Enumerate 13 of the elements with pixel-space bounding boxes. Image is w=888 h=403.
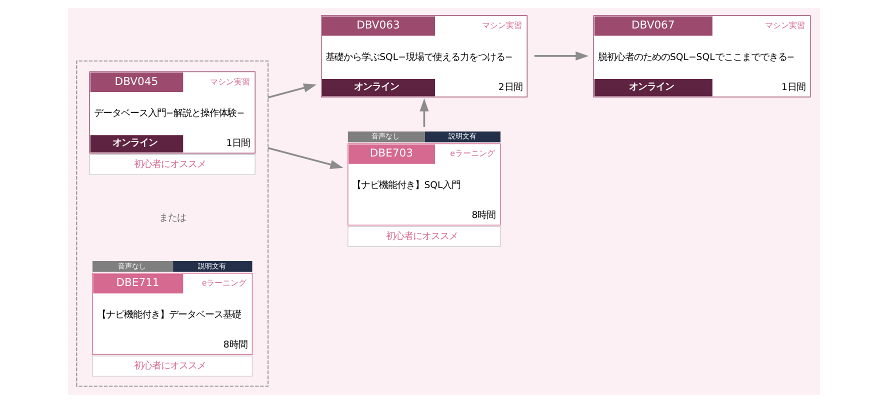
node-label: 説明文有 <box>448 132 476 141</box>
arrow <box>534 51 589 60</box>
node-label: 初心者にオススメ <box>134 159 206 170</box>
arrow <box>268 147 344 169</box>
node-label: 初心者にオススメ <box>386 231 458 242</box>
node-label: 初心者にオススメ <box>134 360 206 372</box>
cluster <box>76 60 269 387</box>
arrow <box>420 98 429 127</box>
node-label: 音声なし <box>118 261 146 270</box>
node-label: 説明文有 <box>198 261 226 270</box>
node-label: 音声なし <box>372 132 400 141</box>
label: または <box>158 212 186 224</box>
arrow <box>268 83 317 98</box>
